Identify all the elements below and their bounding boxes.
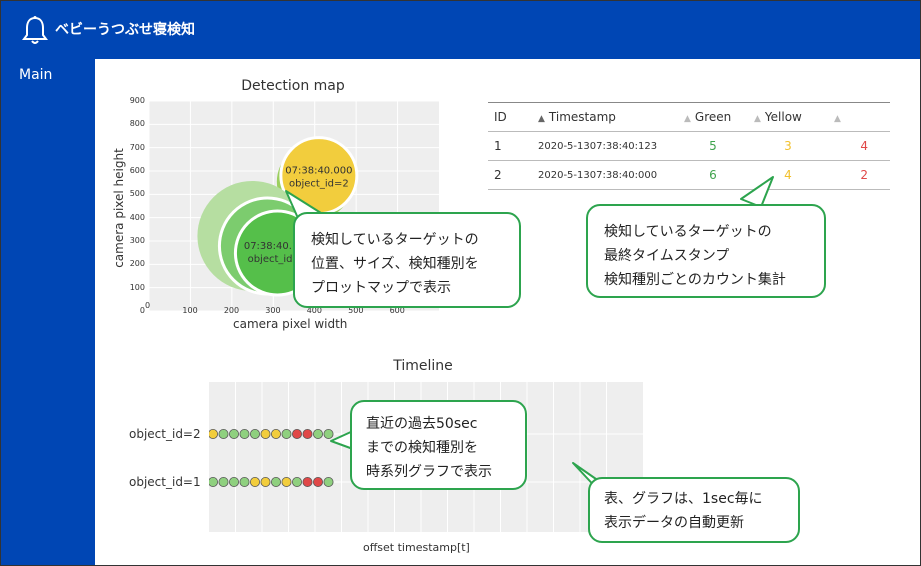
col-id[interactable]: ID: [488, 102, 532, 132]
timeline-title: Timeline: [393, 358, 453, 374]
y-tick-label: 800: [129, 119, 145, 129]
timeline-point: [292, 477, 303, 488]
cell-red: 4: [828, 131, 890, 161]
callout-map: 検知しているターゲットの 位置、サイズ、検知種別を プロットマップで表示: [293, 212, 521, 308]
sidebar: Main: [1, 59, 95, 565]
x-tick-label: 100: [182, 306, 198, 315]
y-tick-label: 700: [129, 142, 145, 152]
col-yellow[interactable]: ▲Yellow: [748, 102, 828, 132]
timeline-point: [302, 477, 313, 488]
timeline-point: [323, 477, 334, 488]
y-tick-label: 900: [129, 96, 145, 105]
bubble-label-id: object_id=1: [248, 254, 308, 265]
table-row[interactable]: 2 2020-5-1307:38:40:000 6 4 2: [488, 160, 890, 190]
cell-green: 6: [678, 160, 748, 190]
callout-update: 表、グラフは、1sec毎に 表示データの自動更新: [588, 477, 800, 543]
timeline-point: [218, 477, 229, 488]
y-tick-label: 400: [129, 212, 145, 222]
x-tick-label: 200: [223, 306, 240, 315]
timeline-point: [281, 429, 292, 440]
timeline-point: [313, 429, 324, 440]
sort-asc-icon[interactable]: ▲: [754, 114, 761, 124]
col-red[interactable]: ▲: [828, 102, 890, 132]
cell-id: 2: [488, 160, 532, 190]
timeline-point: [302, 429, 313, 440]
timeline-point: [239, 477, 250, 488]
timeline-x-label: offset timestamp[t]: [363, 541, 470, 554]
timeline-point: [209, 477, 218, 487]
cell-green: 5: [678, 131, 748, 161]
table-row[interactable]: 1 2020-5-1307:38:40:123 5 3 4: [488, 131, 890, 161]
timeline-point: [218, 429, 229, 440]
x-tick-label: 600: [389, 306, 405, 315]
cell-yellow: 3: [748, 131, 828, 161]
timeline-point: [260, 477, 271, 488]
timeline-point: [228, 477, 239, 488]
bubble-label-time: 07:38:40.000: [285, 166, 352, 177]
timeline-point: [239, 429, 250, 440]
timeline-point: [209, 429, 218, 439]
col-timestamp[interactable]: ▲Timestamp: [532, 102, 678, 132]
x-tick-label: 500: [348, 306, 364, 315]
detection-map-x-label: camera pixel width: [233, 317, 348, 331]
timeline-point: [281, 477, 292, 488]
cell-red: 2: [828, 160, 890, 190]
cell-timestamp: 2020-5-1307:38:40:123: [532, 131, 678, 161]
y-tick-label: 300: [129, 236, 145, 245]
timeline-point: [228, 429, 239, 440]
app-title: ベビーうつぶせ寝検知: [55, 22, 195, 38]
detection-map-title: Detection map: [241, 78, 345, 94]
y-tick-label: 500: [129, 189, 145, 199]
y-tick-label: 200: [129, 259, 145, 269]
y-tick-label: 0: [139, 306, 145, 315]
y-tick-label: 600: [129, 166, 145, 175]
sort-asc-icon[interactable]: ▲: [684, 114, 691, 124]
timeline-series-label: object_id=1: [129, 475, 201, 489]
timeline-point: [250, 429, 261, 440]
x-tick-label: 400: [306, 306, 322, 315]
x-tick-label: 300: [265, 306, 281, 315]
sort-asc-icon[interactable]: ▲: [834, 114, 841, 124]
x-tick-label: 0: [145, 301, 151, 310]
sort-asc-icon[interactable]: ▲: [538, 114, 545, 124]
cell-timestamp: 2020-5-1307:38:40:000: [532, 160, 678, 190]
timeline-point: [260, 429, 271, 440]
detection-table: ID ▲Timestamp ▲Green ▲Yellow ▲ 1 2020-5-…: [488, 102, 890, 190]
callout-table: 検知しているターゲットの 最終タイムスタンプ 検知種別ごとのカウント集計: [586, 204, 826, 298]
timeline-point: [250, 477, 261, 488]
app-header: ベビーうつぶせ寝検知: [1, 1, 920, 59]
timeline-point: [271, 477, 282, 488]
timeline-point: [271, 429, 282, 440]
bubble-label-time: 07:38:40.123: [244, 241, 311, 252]
callout-timeline: 直近の過去50sec までの検知種別を 時系列グラフで表示: [350, 400, 527, 490]
col-green[interactable]: ▲Green: [678, 102, 748, 132]
cell-id: 1: [488, 131, 532, 161]
y-tick-label: 100: [129, 282, 145, 292]
timeline-point: [292, 429, 303, 440]
timeline-point: [313, 477, 324, 488]
timeline-point: [323, 429, 334, 440]
bell-icon[interactable]: [21, 15, 49, 45]
table-header-row: ID ▲Timestamp ▲Green ▲Yellow ▲: [488, 102, 890, 132]
callout-pointer: [740, 176, 774, 208]
timeline-series-label: object_id=2: [129, 427, 201, 441]
sidebar-item-main[interactable]: Main: [19, 67, 53, 83]
bubble-label-id: object_id=2: [289, 179, 349, 190]
